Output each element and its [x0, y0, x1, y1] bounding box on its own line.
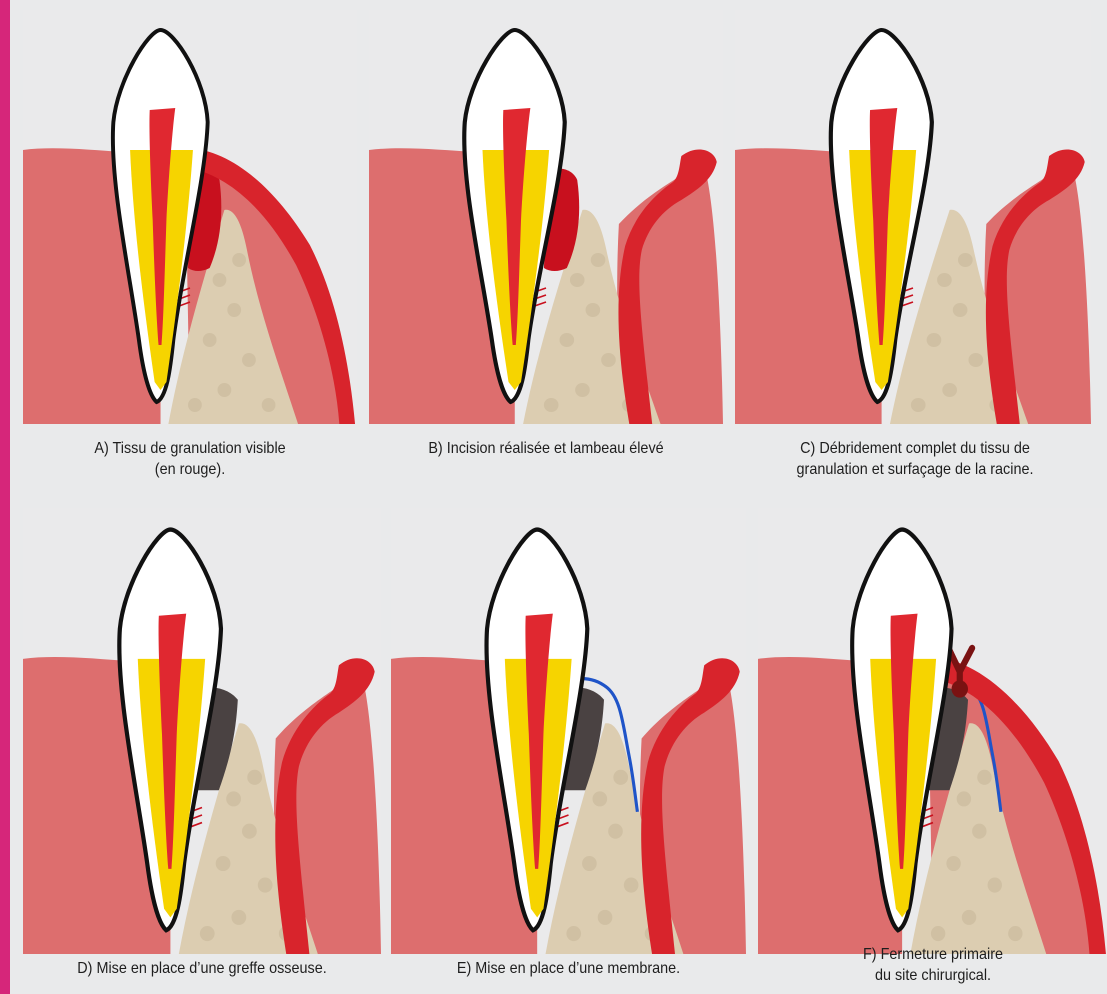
illustration-e [391, 508, 746, 954]
illustration-c [735, 10, 1091, 424]
caption-f: F) Fermeture primaire du site chirurgica… [776, 944, 1091, 986]
bone-texture [566, 926, 581, 941]
bone-texture [227, 303, 241, 317]
bone-texture [247, 770, 262, 785]
caption-a-line-1: A) Tissu de granulation visible [40, 438, 341, 459]
bone-texture [942, 383, 957, 397]
bone-texture [962, 910, 976, 925]
caption-d-line-1: D) Mise en place d’une greffe osseuse. [41, 958, 363, 979]
accent-bar [0, 0, 10, 994]
bone-texture [218, 383, 232, 397]
suture-knot [952, 680, 968, 697]
bone-texture [624, 878, 639, 893]
illustration-d [23, 508, 381, 954]
panel-e [391, 508, 746, 954]
bone-texture [262, 398, 276, 412]
bone-texture [1008, 926, 1022, 941]
illustration-a [23, 10, 357, 424]
bone-texture [203, 333, 217, 347]
caption-b-line-1: B) Incision réalisée et lambeau élevé [387, 438, 706, 459]
panel-a [23, 10, 357, 424]
bone-texture [937, 273, 952, 287]
bone-texture [232, 253, 246, 267]
caption-a-line-2: (en rouge). [40, 459, 341, 480]
bone-texture [601, 353, 616, 367]
bone-texture [242, 824, 257, 839]
panel-f [758, 508, 1107, 954]
bone-texture [544, 398, 559, 412]
caption-c-line-2: granulation et surfaçage de la racine. [753, 459, 1077, 480]
caption-d: D) Mise en place d’une greffe osseuse. [41, 958, 363, 979]
bone-texture [200, 926, 215, 941]
panel-c [735, 10, 1091, 424]
bone-texture [957, 791, 971, 806]
bone-texture [586, 303, 601, 317]
caption-f-line-1: F) Fermeture primaire [776, 944, 1091, 965]
bone-texture [953, 303, 968, 317]
bone-texture [598, 910, 613, 925]
bone-texture [242, 353, 256, 367]
bone-texture [575, 383, 590, 397]
bone-texture [226, 791, 241, 806]
bone-texture [213, 273, 227, 287]
illustration-b [369, 10, 723, 424]
panel-d [23, 508, 381, 954]
bone-texture [931, 926, 945, 941]
bone-texture [582, 856, 597, 871]
bone-texture [927, 333, 942, 347]
bone-texture [958, 253, 973, 267]
caption-c-line-1: C) Débridement complet du tissu de [753, 438, 1077, 459]
caption-f-line-2: du site chirurgical. [776, 965, 1091, 986]
bone-texture [216, 856, 231, 871]
bone-texture [911, 398, 926, 412]
bone-texture [593, 791, 608, 806]
caption-b: B) Incision réalisée et lambeau élevé [387, 438, 706, 459]
illustration-f [758, 508, 1107, 954]
bone-texture [972, 824, 986, 839]
bone-texture [570, 273, 585, 287]
bone-texture [988, 878, 1002, 893]
caption-c: C) Débridement complet du tissu de granu… [753, 438, 1077, 480]
bone-texture [258, 878, 273, 893]
panel-b [369, 10, 723, 424]
bone-texture [946, 856, 960, 871]
bone-texture [188, 398, 202, 412]
caption-a: A) Tissu de granulation visible (en roug… [40, 438, 341, 480]
bone-texture [608, 824, 623, 839]
bone-texture [977, 770, 991, 785]
bone-texture [968, 353, 983, 367]
caption-e-line-1: E) Mise en place d’une membrane. [409, 958, 729, 979]
bone-texture [613, 770, 628, 785]
bone-texture [231, 910, 246, 925]
bone-texture [591, 253, 606, 267]
bone-texture [560, 333, 575, 347]
caption-e: E) Mise en place d’une membrane. [409, 958, 729, 979]
